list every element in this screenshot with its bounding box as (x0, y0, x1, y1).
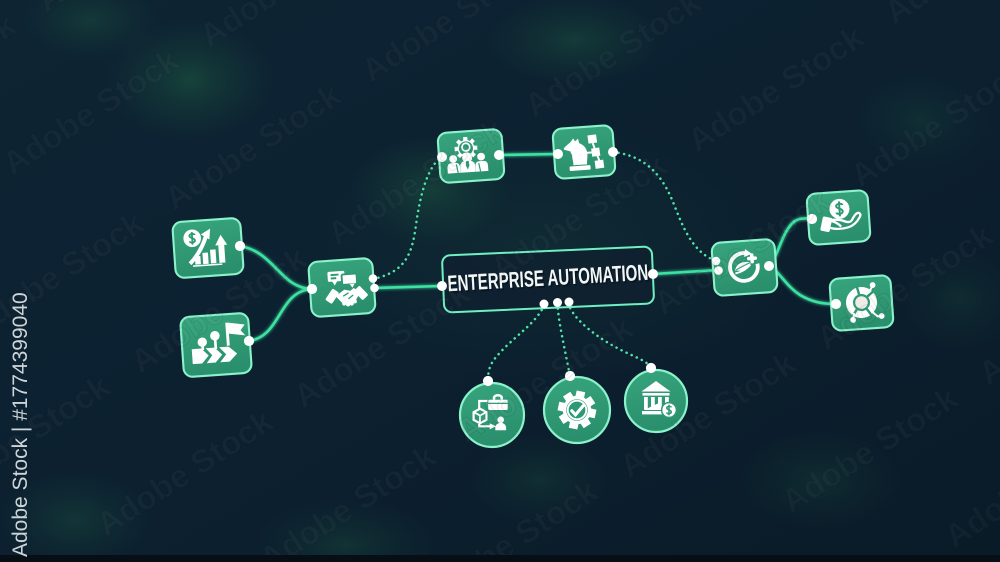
svg-text:Adobe Stock | #1774399040: Adobe Stock | #1774399040 (9, 292, 32, 557)
